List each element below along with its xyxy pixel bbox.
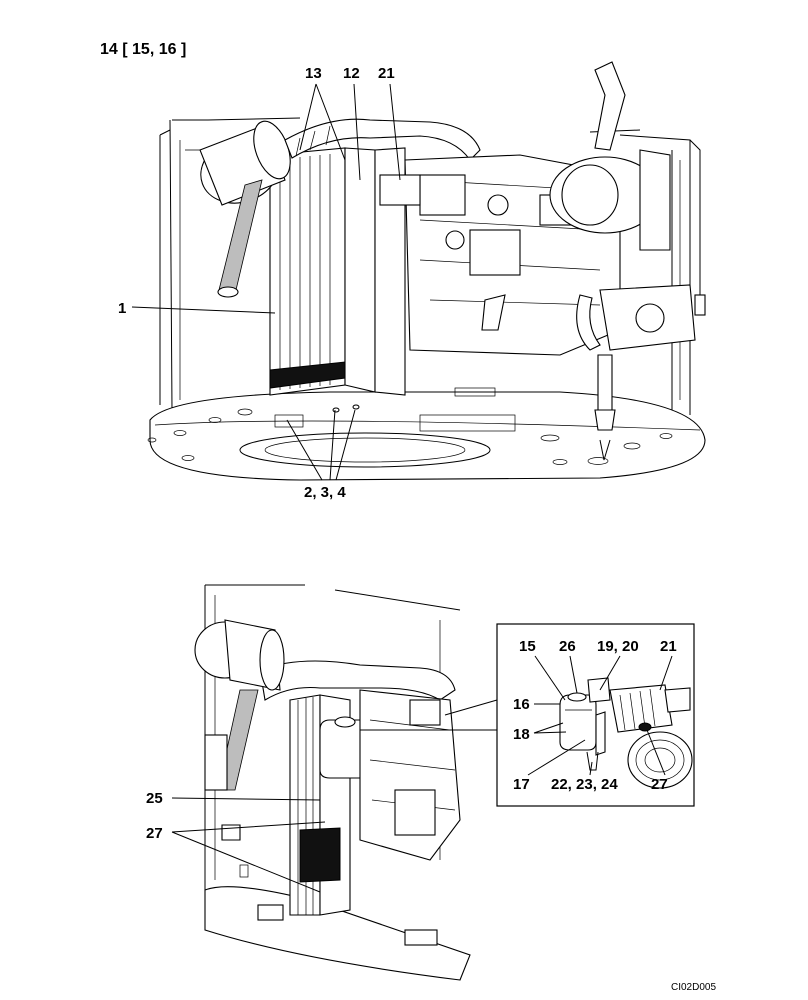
callout-27-bottom: 27 (146, 825, 163, 842)
callout-2-3-4: 2, 3, 4 (304, 484, 346, 501)
drawing-code: CI02D005 (671, 982, 716, 993)
detail-inset (360, 623, 695, 807)
callout-21-inset: 21 (660, 638, 677, 655)
callout-25: 25 (146, 790, 163, 807)
callout-17: 17 (513, 776, 530, 793)
callout-19-20: 19, 20 (597, 638, 639, 655)
callout-12: 12 (343, 65, 360, 82)
callout-1: 1 (118, 300, 126, 317)
callout-16: 16 (513, 696, 530, 713)
top-engine-assembly (147, 61, 706, 481)
page-title: 14 [ 15, 16 ] (100, 41, 186, 58)
callout-13: 13 (305, 65, 322, 82)
callout-26: 26 (559, 638, 576, 655)
bottom-callouts: 25 27 (146, 790, 326, 893)
callout-27-inset: 27 (651, 776, 668, 793)
bottom-engine-assembly (194, 584, 471, 981)
inset-callouts: 15 26 19, 20 21 16 18 17 22, 23, 24 27 (513, 638, 677, 793)
callout-21: 21 (378, 65, 395, 82)
callout-18: 18 (513, 726, 530, 743)
top-callouts: 13 12 21 1 2, 3, 4 (118, 65, 401, 501)
callout-15: 15 (519, 638, 536, 655)
callout-22-23-24: 22, 23, 24 (551, 776, 618, 793)
